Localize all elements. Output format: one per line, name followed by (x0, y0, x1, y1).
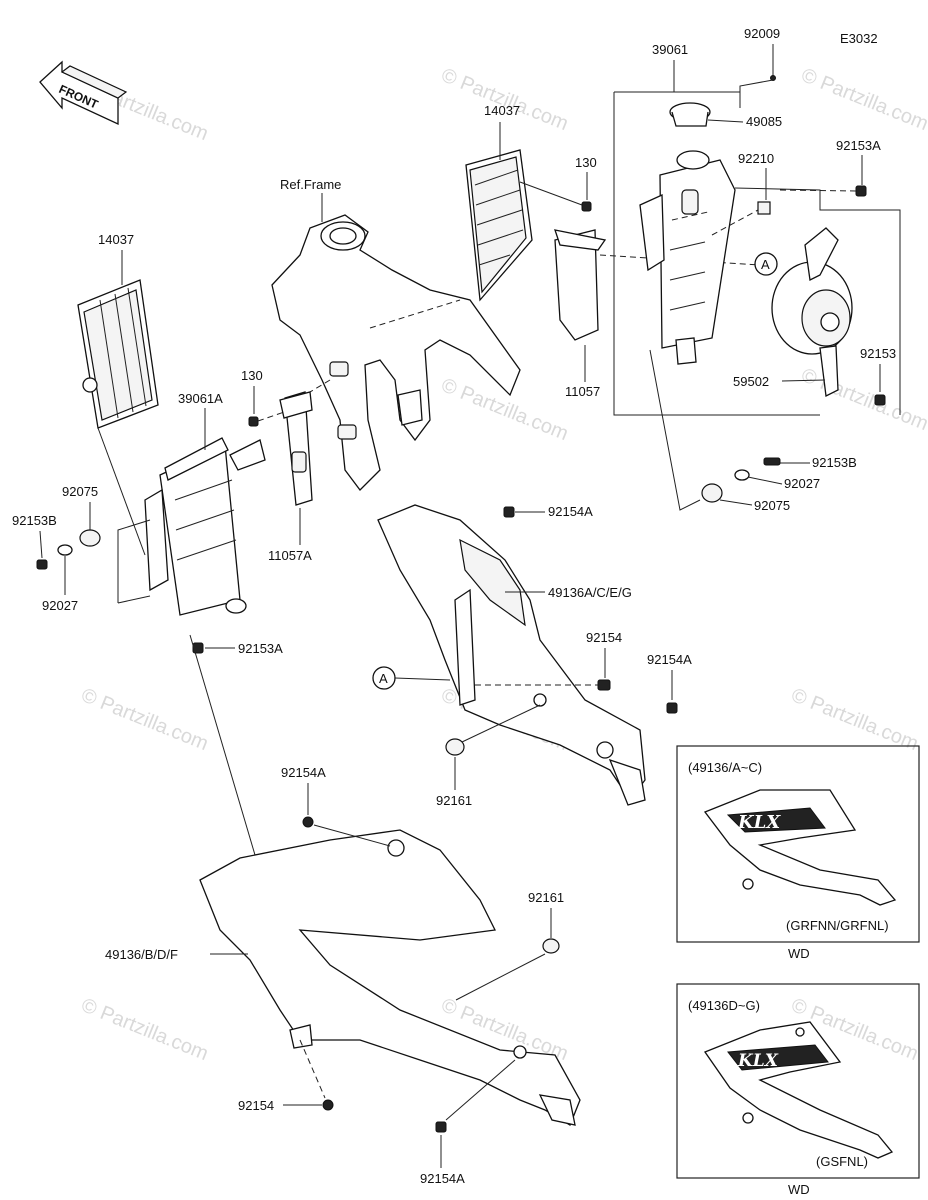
callout-49085: 49085 (746, 114, 782, 129)
watermark: © Partzilla.com (78, 684, 211, 755)
callout-92153B-left: 92153B (12, 513, 57, 528)
callout-92075-left: 92075 (62, 484, 98, 499)
callout-59502: 59502 (733, 374, 769, 389)
callout-39061A: 39061A (178, 391, 223, 406)
klx-logo: KLX (737, 1051, 779, 1071)
inset-1-code: (GRFNN/GRFNL) (786, 918, 889, 933)
callout-39061: 39061 (652, 42, 688, 57)
front-arrow-icon: FRONT (39, 60, 128, 126)
callout-49136-ACEG: 49136A/C/E/G (548, 585, 632, 600)
callout-92153A-left: 92153A (238, 641, 283, 656)
watermark: © Partzilla.com (438, 64, 571, 135)
inset-variant-1: (49136/A~C) KLX (GRFNN/GRFNL) WD (676, 745, 920, 961)
callout-14037-left: 14037 (98, 232, 134, 247)
inset-1-caption: WD (788, 946, 810, 961)
klx-logo: KLX (737, 812, 781, 833)
left-radiator-group: 14037 39061A 130 11057A 92075 92153B (12, 232, 331, 856)
reference-a-left: A (379, 671, 388, 686)
callout-92154: 92154 (586, 630, 622, 645)
callout-49136-BDF: 49136/B/D/F (105, 947, 178, 962)
callout-92027-right: 92027 (784, 476, 820, 491)
callout-92154A-lower-bottom: 92154A (420, 1171, 465, 1186)
callout-92153: 92153 (860, 346, 896, 361)
inset-2-caption: WD (788, 1182, 810, 1197)
frame-label: Ref.Frame (280, 177, 341, 192)
callout-92153A-right: 92153A (836, 138, 881, 153)
callout-92075-right: 92075 (754, 498, 790, 513)
callout-92027-left: 92027 (42, 598, 78, 613)
watermark: © Partzilla.com (788, 684, 921, 755)
callout-92154A-lower-top: 92154A (281, 765, 326, 780)
callout-92154A-top: 92154A (548, 504, 593, 519)
callout-92210: 92210 (738, 151, 774, 166)
diagram-code: E3032 (840, 31, 878, 46)
inset-2-title: (49136D~G) (688, 998, 760, 1013)
callout-130-right: 130 (575, 155, 597, 170)
watermark: © Partzilla.com (798, 64, 928, 135)
callout-11057A: 11057A (268, 548, 312, 563)
callout-92154-lower: 92154 (238, 1098, 274, 1113)
frame-drawing: Ref.Frame (271, 177, 521, 491)
callout-92009: 92009 (744, 26, 780, 41)
watermark: © Partzilla.com (78, 994, 211, 1065)
right-radiator-group: 14037 130 11057 39061 92009 49085 (465, 26, 901, 513)
callout-92154A-mid: 92154A (647, 652, 692, 667)
inset-variant-2: (49136D~G) KLX (GSFNL) WD (676, 983, 920, 1197)
inset-2-code: (GSFNL) (816, 1154, 868, 1169)
reference-a-right: A (761, 257, 770, 272)
callout-92153B-right: 92153B (812, 455, 857, 470)
watermark: © Partzilla.com (798, 364, 928, 435)
callout-92161-lower: 92161 (528, 890, 564, 905)
callout-130-left: 130 (241, 368, 263, 383)
callout-14037-right: 14037 (484, 103, 520, 118)
inset-1-title: (49136/A~C) (688, 760, 762, 775)
callout-92161-center: 92161 (436, 793, 472, 808)
left-shroud-group: 92154A 92161 49136/B/D/F 92154 92154A (105, 765, 581, 1186)
right-shroud-group: 92154A 49136A/C/E/G 92154 92154A A 92161 (372, 504, 692, 808)
callout-11057: 11057 (565, 384, 600, 399)
